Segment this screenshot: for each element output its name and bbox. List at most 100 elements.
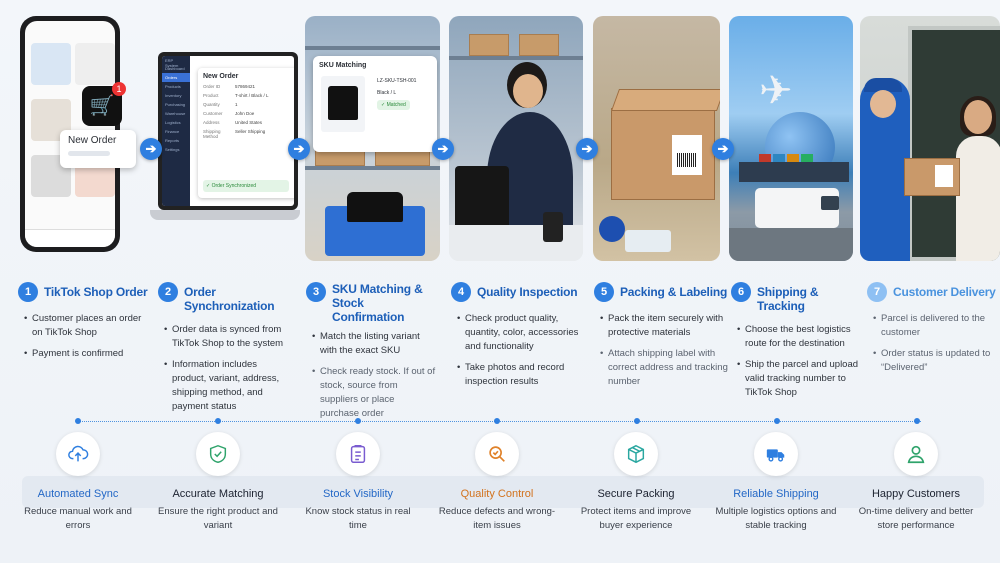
benefit-title: Reliable Shipping [733,488,819,500]
step-bullet: Pack the item securely with protective m… [600,312,729,340]
sidebar-item[interactable]: Logistics [165,120,181,125]
step-title: SKU Matching & Stock Confirmation [332,282,423,324]
field-label: Quantity [203,102,220,107]
benefit-title: Accurate Matching [172,488,264,500]
tshirt-in-bin [347,192,403,222]
field-label: Product [203,93,219,98]
customer [956,136,1000,261]
sku-matching-card: SKU Matching LZ-SKU-TSH-001 Black / L ✓ … [313,56,437,152]
arrow-right-icon: ➔ [576,138,598,160]
benefit-quality-control: Quality Control Reduce defects and wrong… [436,432,558,533]
notification-badge: 1 [112,82,126,96]
field-label: Customer [203,111,223,116]
shelf [305,46,440,50]
sku-matching-panel: SKU Matching LZ-SKU-TSH-001 Black / L ✓ … [305,16,440,261]
delivery-panel [860,16,1000,261]
airplane-icon: ✈ [759,69,793,113]
barcode-scanner [543,212,563,242]
erp-sidebar: ERP System Dashboard Orders Products Inv… [162,56,190,206]
field-value: United States [235,120,263,125]
sku-code: LZ-SKU-TSH-001 [377,78,417,84]
step-bullet: Check ready stock. If out of stock, sour… [312,365,436,421]
step-number: 6 [731,282,751,302]
benefit-desc: Ensure the right product and variant [158,506,278,531]
arrow-right-icon: ➔ [288,138,310,160]
step-bullet: Parcel is delivered to the customer [873,312,997,340]
benefit-desc: Protect items and improve buyer experien… [580,506,692,531]
benefit-title: Secure Packing [597,488,675,500]
erp-system-label: ERP System [165,58,179,68]
step-bullet: Match the listing variant with the exact… [312,330,436,358]
clipboard-list-icon [336,432,380,476]
benefit-desc: Reduce manual work and errors [24,506,132,531]
sidebar-item-orders[interactable]: Orders [162,73,190,82]
step-bullet: Ship the parcel and upload valid trackin… [737,358,866,400]
step-title: Shipping & Tracking [757,285,819,313]
benefit-secure-packing: Secure Packing Protect items and improve… [575,432,697,533]
sync-status-text: Order Synchronized [211,183,257,189]
sidebar-item[interactable]: Purchasing [165,102,186,107]
sidebar-item[interactable]: Products [165,84,181,89]
timeline-dot [914,418,920,424]
customer-face [964,100,992,134]
field-value: 57869421 [235,84,256,89]
benefit-desc: Multiple logistics options and stable tr… [715,506,837,531]
shelf [305,166,440,170]
benefit-desc: Know stock status in real time [305,506,411,531]
benefit-band [22,476,984,508]
courier-face [870,90,896,118]
blue-bin [325,192,425,256]
step-number: 1 [18,282,38,302]
benefit-reliable-shipping: Reliable Shipping Multiple logistics opt… [715,432,837,533]
benefit-desc: Reduce defects and wrong-item issues [438,506,556,531]
step-6: 6 Shipping & Tracking Choose the best log… [731,282,866,407]
popup-placeholder-bar [68,151,110,156]
benefit-stock-visibility: Stock Visibility Know stock status in re… [297,432,419,533]
arrow-right-icon: ➔ [140,138,162,160]
shipping-panel: ✈ [729,16,853,261]
step-bullet: Information includes product, variant, a… [164,358,293,414]
benefit-title: Stock Visibility [322,488,394,500]
sidebar-item[interactable]: Finance [165,129,180,134]
step-bullet: Choose the best logistics route for the … [737,323,866,351]
tshirt-image [321,76,365,132]
cloud-sync-icon [56,432,100,476]
order-field-row: Quantity 1 [203,102,293,107]
field-value: 1 [235,102,238,107]
erp-laptop-panel: ERP System Dashboard Orders Products Inv… [150,16,300,261]
timeline-dot [215,418,221,424]
new-order-popup: New Order [60,130,136,168]
timeline-dot [634,418,640,424]
step-number: 4 [451,282,471,302]
step-title: Quality Inspection [477,285,578,299]
sidebar-item[interactable]: Warehouse [165,111,186,116]
laptop-screen: ERP System Dashboard Orders Products Inv… [158,52,298,210]
step-bullet: Take photos and record inspection result… [457,361,586,389]
laptop-base [150,210,300,220]
sku-variant: Black / L [377,90,397,96]
storage-box [519,34,559,56]
bubble-wrap [625,230,671,252]
sidebar-item[interactable]: Dashboard [165,66,185,71]
sidebar-item[interactable]: Settings [165,147,180,152]
step-title: Packing & Labeling [620,285,728,299]
sidebar-item[interactable]: Reports [165,138,180,143]
benefit-accurate-matching: Accurate Matching Ensure the right produ… [157,432,279,533]
packing-panel [593,16,720,261]
benefit-desc: On-time delivery and better store perfor… [858,506,974,531]
step-bullet: Attach shipping label with correct addre… [600,347,729,389]
sku-card-title: SKU Matching [319,62,367,69]
user-icon [894,432,938,476]
sidebar-item[interactable]: Inventory [165,93,182,98]
timeline-dot [355,418,361,424]
